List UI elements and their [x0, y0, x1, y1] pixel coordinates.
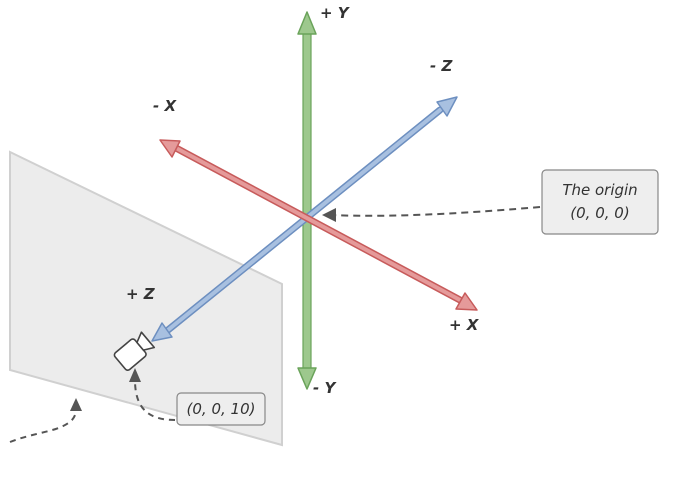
- camera-callout-connector: [134, 379, 176, 421]
- origin-callout-line2: (0, 0, 0): [570, 204, 629, 222]
- z-axis-positive-arrowhead: [151, 322, 173, 342]
- y-axis-negative-arrowhead: [297, 367, 317, 390]
- y-axis: [297, 11, 317, 390]
- x-axis-positive-arrowhead: [455, 292, 478, 311]
- video-camera-icon: [113, 331, 156, 371]
- origin-callout-line1: The origin: [562, 181, 637, 199]
- y-positive-label: + Y: [320, 4, 351, 22]
- camera-position-callout: (0, 0, 10): [176, 392, 266, 426]
- plane-pointer-connector: [9, 407, 77, 443]
- camera-position-label: (0, 0, 10): [187, 400, 256, 418]
- z-positive-label: + Z: [126, 285, 156, 303]
- plane-pointer-arrowhead: [70, 398, 82, 411]
- view-plane: [9, 150, 283, 447]
- origin-callout-connector: [329, 206, 541, 217]
- camera-callout-arrowhead: [129, 368, 141, 382]
- y-axis-positive-arrowhead: [297, 11, 317, 35]
- x-negative-label: - X: [153, 97, 177, 115]
- origin-callout-arrowhead: [322, 208, 336, 222]
- z-axis-negative-arrowhead: [436, 96, 458, 117]
- y-negative-label: - Y: [313, 379, 337, 397]
- z-negative-label: - Z: [430, 57, 453, 75]
- x-axis: [159, 139, 478, 311]
- x-axis-negative-arrowhead: [159, 139, 181, 158]
- origin-callout: The origin (0, 0, 0): [541, 169, 659, 235]
- x-positive-label: + X: [449, 316, 480, 334]
